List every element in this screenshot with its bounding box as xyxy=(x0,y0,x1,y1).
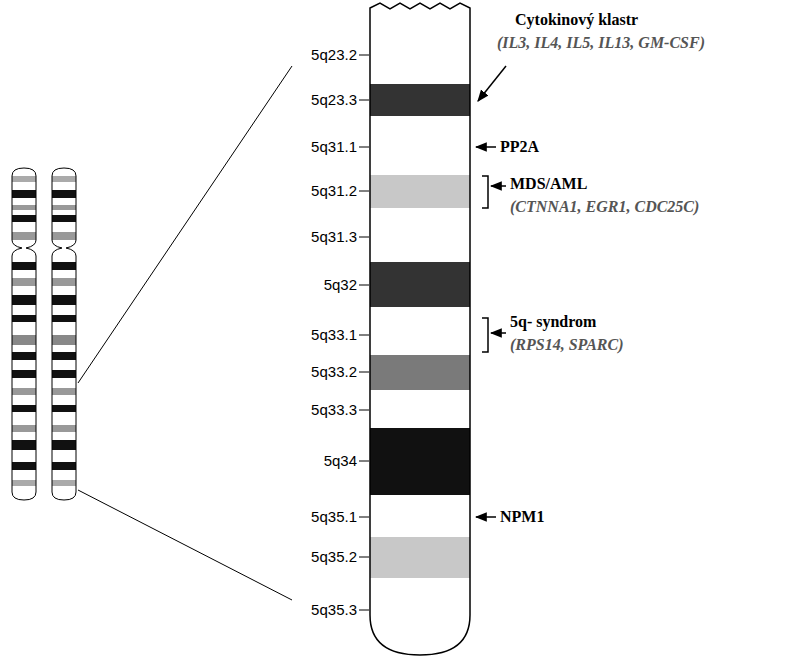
band-label: 5q31.2 xyxy=(311,183,357,200)
band-label: 5q34 xyxy=(324,453,357,470)
band-label: 5q35.2 xyxy=(311,549,357,566)
band-label: 5q33.3 xyxy=(311,402,357,419)
band-label: 5q23.3 xyxy=(311,92,357,109)
annotation-label: PP2A xyxy=(500,138,539,156)
gene-list-label: (IL3, IL4, IL5, IL13, GM-CSF) xyxy=(497,34,705,52)
annotation-label: MDS/AML xyxy=(510,175,587,193)
annotation-label: 5q- syndrom xyxy=(510,313,596,331)
band-label: 5q35.1 xyxy=(311,509,357,526)
gene-list-label: (CTNNA1, EGR1, CDC25C) xyxy=(510,198,699,216)
band-label: 5q33.2 xyxy=(311,364,357,381)
band-label: 5q32 xyxy=(324,277,357,294)
annotation-label: NPM1 xyxy=(500,508,544,526)
band-label: 5q33.1 xyxy=(311,327,357,344)
band-label: 5q31.3 xyxy=(311,229,357,246)
gene-list-label: (RPS14, SPARC) xyxy=(510,336,624,354)
band-label: 5q31.1 xyxy=(311,139,357,156)
annotation-label: Cytokinový klastr xyxy=(515,11,638,29)
band-label: 5q35.3 xyxy=(311,602,357,619)
band-label: 5q23.2 xyxy=(311,47,357,64)
